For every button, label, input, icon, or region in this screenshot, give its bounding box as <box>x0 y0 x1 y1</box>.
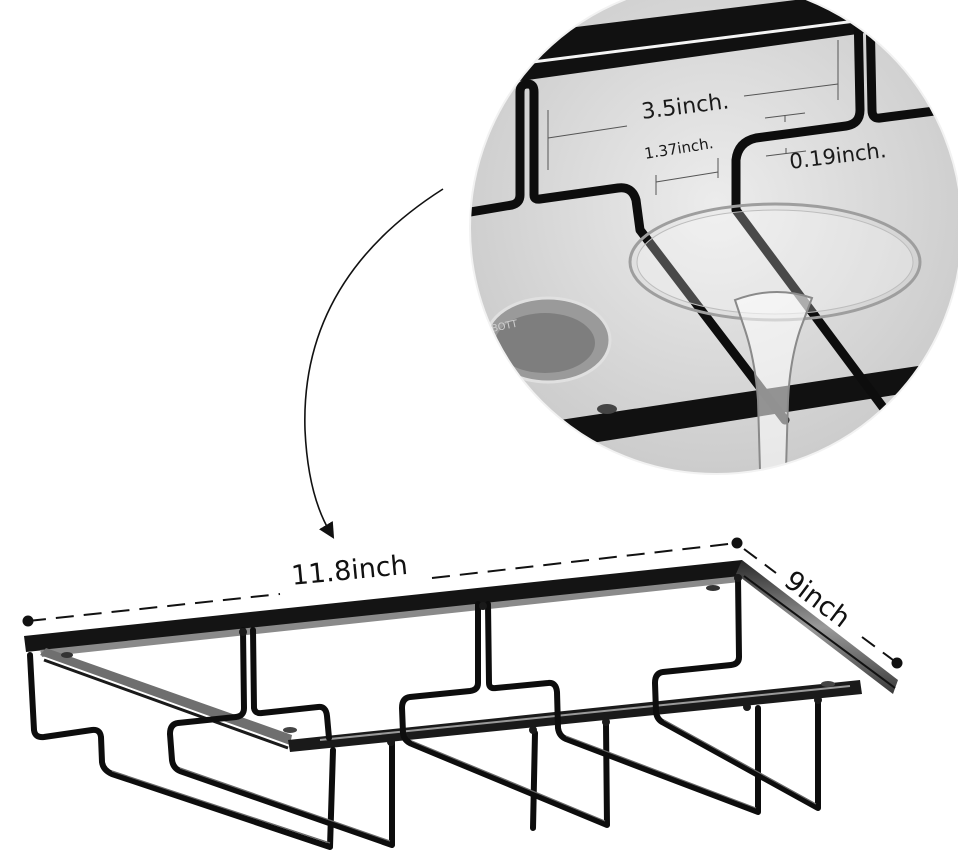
wine-glass-rack <box>24 560 898 850</box>
callout-arrow <box>304 188 444 539</box>
dimension-lines <box>22 537 903 669</box>
dimension-endpoint <box>731 537 743 549</box>
inset-border <box>469 0 958 475</box>
inset-dimension-guides <box>547 40 839 195</box>
dimension-endpoint <box>891 657 903 669</box>
dimension-endpoint <box>22 615 34 627</box>
